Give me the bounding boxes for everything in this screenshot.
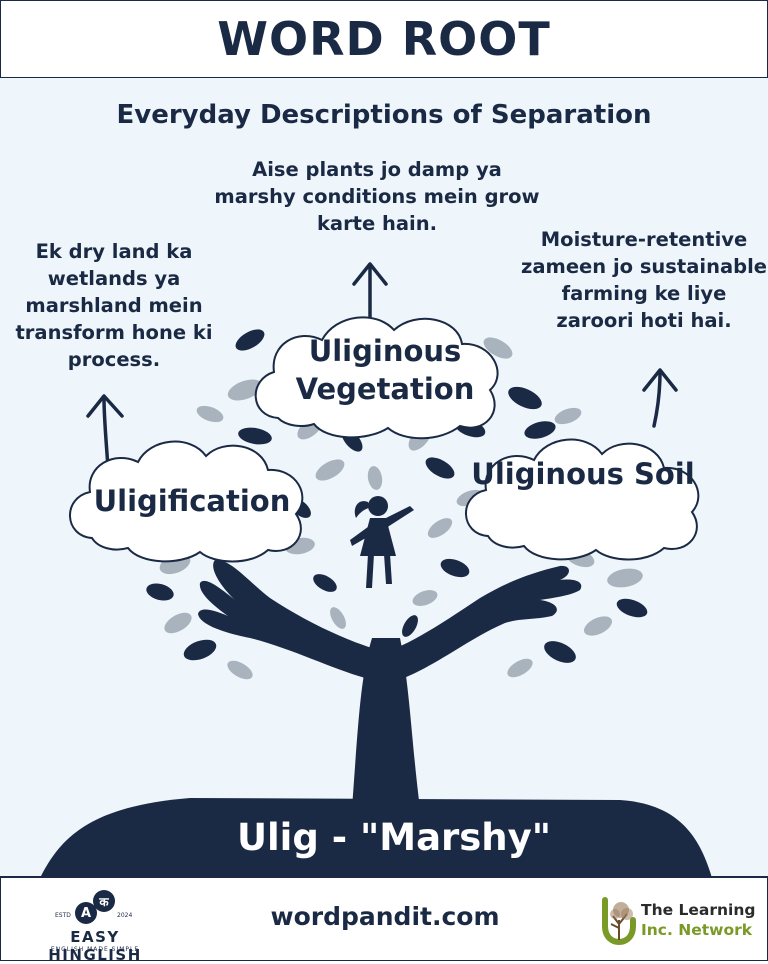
website-link[interactable]: wordpandit.com xyxy=(270,902,500,931)
header-banner: WORD ROOT xyxy=(0,0,768,79)
word-root-diagram: Everyday Descriptions of Separation Ek d… xyxy=(0,78,768,876)
easy-hinglish-tagline: ENGLISH MADE SIMPLE xyxy=(50,946,140,953)
footer: क A ESTD 2024 EASY HINGLISH ENGLISH MADE… xyxy=(0,876,768,964)
page-title: WORD ROOT xyxy=(217,12,551,66)
tree-u-logo-icon xyxy=(602,897,636,946)
term-uligification: Uligification xyxy=(93,484,291,518)
cloud-right xyxy=(465,438,700,561)
estd-year: 2024 xyxy=(117,912,133,919)
tree-leaves xyxy=(146,329,648,680)
root-word-label: Ulig - "Marshy" xyxy=(236,816,552,859)
cloud-left xyxy=(69,440,304,563)
child-figure xyxy=(350,496,414,588)
description-uliginous-vegetation: Aise plants jo damp ya marshy conditions… xyxy=(214,158,540,235)
tree-trunk xyxy=(352,638,420,808)
learning-network-line1: The Learning xyxy=(641,901,756,919)
letter-a-bubble-icon: A xyxy=(75,902,97,924)
learning-network-line2: Inc. Network xyxy=(641,921,753,939)
learning-network-logo: The Learning Inc. Network xyxy=(597,892,767,948)
root-ground xyxy=(41,798,712,876)
hindi-ka-bubble-icon: क xyxy=(93,890,115,912)
description-uliginous-soil: Moisture-retentive zameen jo sustainable… xyxy=(521,228,767,332)
cloud-top xyxy=(254,316,499,440)
left-hand-branch xyxy=(198,559,372,678)
tree-illustration xyxy=(41,262,712,876)
right-hand-branch xyxy=(396,565,582,678)
easy-hinglish-logo: क A ESTD 2024 EASY HINGLISH ENGLISH MADE… xyxy=(25,888,165,964)
term-uliginous-vegetation: Uliginous Vegetation xyxy=(295,334,475,406)
estd-label: ESTD xyxy=(55,912,71,919)
subtitle: Everyday Descriptions of Separation xyxy=(116,100,652,130)
term-uliginous-soil: Uliginous Soil xyxy=(471,457,695,491)
description-uligification: Ek dry land ka wetlands ya marshland mei… xyxy=(15,240,213,371)
